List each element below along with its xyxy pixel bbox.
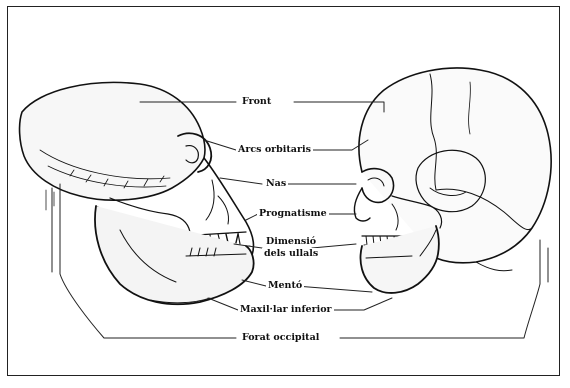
label-maxilar-inferior: Maxil·lar inferior <box>238 304 334 315</box>
label-nas: Nas <box>264 178 288 189</box>
label-front: Front <box>240 96 273 107</box>
label-dimensio-line2: dels ullals <box>262 248 320 259</box>
ape-skull <box>20 82 254 304</box>
label-prognatisme: Prognatisme <box>257 208 329 219</box>
label-arcs-orbitaris: Arcs orbitaris <box>236 144 313 155</box>
label-forat-occipital: Forat occipital <box>240 332 321 343</box>
label-dimensio-line1: Dimensió <box>264 236 318 247</box>
label-mento: Mentó <box>266 280 304 291</box>
